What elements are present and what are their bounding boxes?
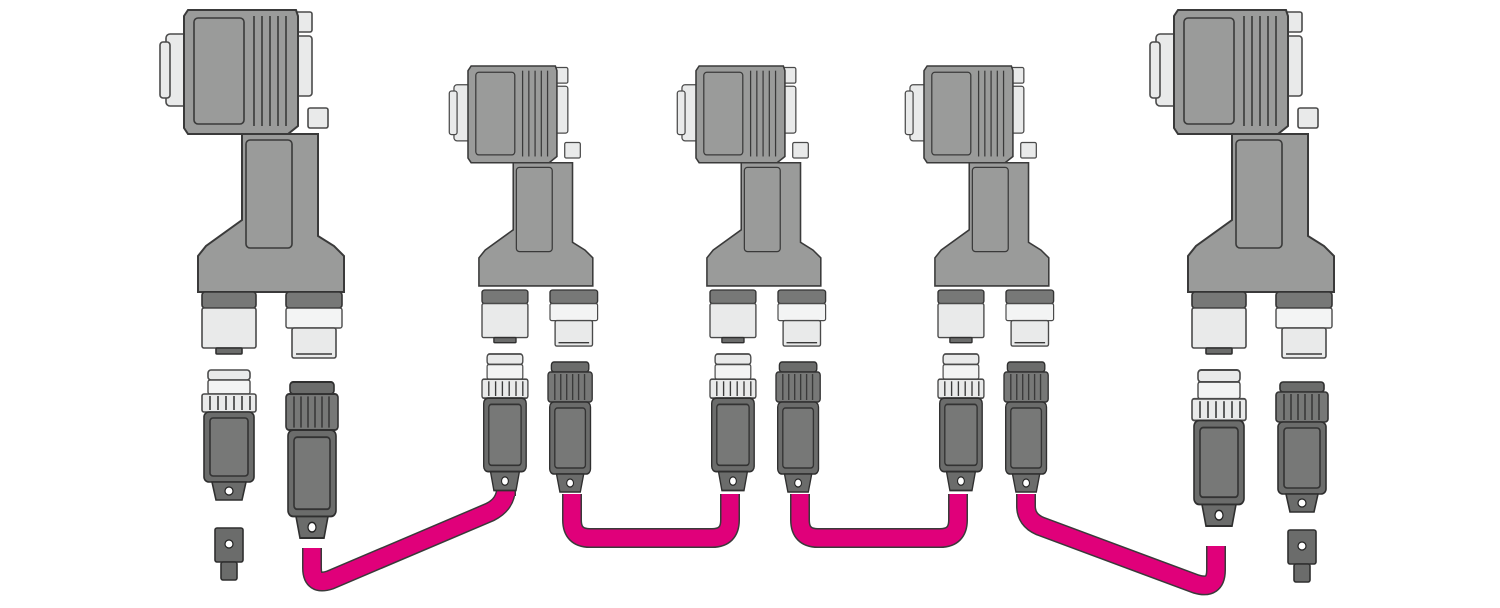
bus-connector-4 [904,65,1055,493]
bus-connector-2 [448,65,599,493]
bus-connector-3 [676,65,827,493]
m12-port-out [1275,291,1333,359]
9-pin-d-sub-bus-connector-icon [159,9,345,293]
terminator-tail [214,527,244,581]
m12-female-socket-icon [775,361,822,493]
9-pin-d-sub-bus-connector-icon [904,65,1050,287]
m12-female-socket-icon [285,381,339,539]
9-pin-d-sub-bus-connector-icon [676,65,822,287]
m12-male-plug-icon [201,369,257,501]
bus-connector-1 [159,9,345,581]
m12-female-socket-icon [1003,361,1049,493]
terminator-tail [1287,529,1317,583]
m12-male-plug-icon [481,353,529,492]
m12-port-in [937,289,985,344]
m12-port-out [777,289,827,347]
bus-connector-5 [1149,9,1335,583]
m12-port-out [285,291,343,359]
m12-male-plug-icon [937,353,985,492]
m12-port-out [1005,289,1055,347]
m12-port-in [481,289,529,344]
9-pin-d-sub-bus-connector-icon [1149,9,1335,293]
m12-female-socket-icon [1275,381,1329,513]
m12-male-plug-icon [709,353,757,492]
m12-male-plug-icon [1191,369,1247,527]
m12-port-in [1191,291,1247,355]
m12-port-in [709,289,757,344]
m12-port-out [549,289,599,347]
m12-female-socket-icon [547,361,594,493]
9-pin-d-sub-bus-connector-icon [448,65,594,287]
m12-port-in [201,291,257,355]
bus-cable-icon [302,478,1226,596]
